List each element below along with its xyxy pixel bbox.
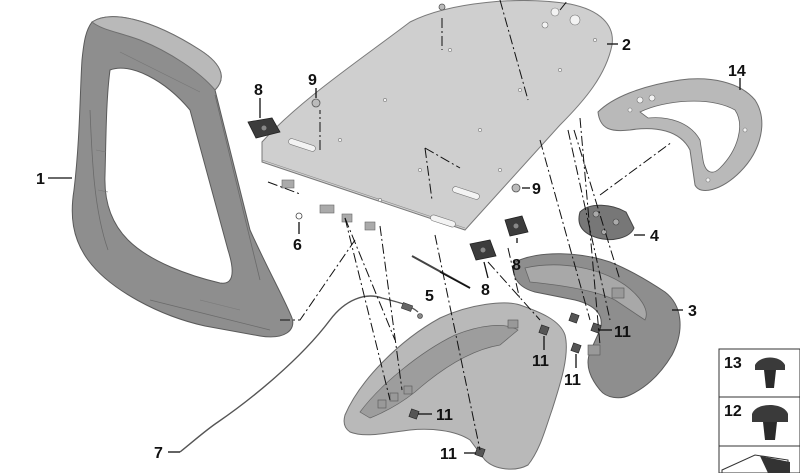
callout-1: 1 bbox=[36, 171, 45, 188]
callout-14: 14 bbox=[728, 63, 746, 80]
callout-11-d: 11 bbox=[436, 407, 453, 424]
part-9-screws bbox=[311, 3, 521, 193]
part-2-plate bbox=[261, 0, 613, 231]
callout-8-c: 8 bbox=[481, 282, 490, 299]
part-14-gasket bbox=[597, 78, 763, 191]
part-11-clips bbox=[408, 312, 602, 458]
callout-6: 6 bbox=[293, 237, 302, 254]
callout-11-e: 11 bbox=[440, 446, 457, 463]
part-4-bracket bbox=[578, 204, 635, 241]
callout-13: 13 bbox=[724, 355, 742, 372]
callout-8-b: 8 bbox=[512, 257, 521, 274]
part-8-grommets bbox=[247, 117, 529, 261]
fastener-inset bbox=[718, 348, 800, 473]
part-6-pin bbox=[295, 212, 303, 220]
part-13-push-rivet bbox=[755, 357, 785, 388]
part-12-push-rivet bbox=[752, 405, 788, 440]
callout-2: 2 bbox=[622, 37, 631, 54]
callout-12: 12 bbox=[724, 403, 742, 420]
part-3-shell bbox=[513, 253, 681, 399]
callout-7: 7 bbox=[154, 445, 163, 462]
callout-8-a: 8 bbox=[254, 82, 263, 99]
callout-11-a: 11 bbox=[614, 324, 631, 341]
callout-11-b: 11 bbox=[532, 353, 549, 370]
part-1-frame bbox=[71, 16, 294, 338]
leaders bbox=[48, 43, 741, 454]
callout-4: 4 bbox=[650, 228, 659, 245]
callout-3: 3 bbox=[688, 303, 697, 320]
callout-5: 5 bbox=[425, 288, 434, 305]
callout-11-c: 11 bbox=[564, 372, 581, 389]
callout-labels: 1 2 3 4 5 6 7 8 8 8 9 9 11 11 11 11 11 1… bbox=[36, 37, 746, 463]
callout-9-b: 9 bbox=[532, 181, 541, 198]
assembly-lines bbox=[267, 0, 673, 451]
part-lower-shell bbox=[343, 302, 567, 470]
callout-9-a: 9 bbox=[308, 72, 317, 89]
